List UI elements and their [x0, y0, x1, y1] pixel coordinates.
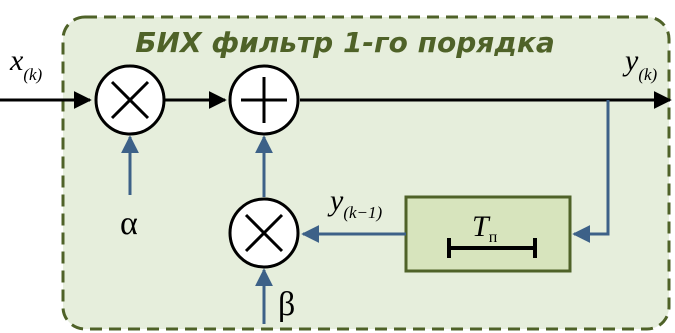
- delay-block: Tп: [404, 195, 572, 273]
- summer: [228, 64, 300, 136]
- beta-multiplier: [228, 197, 300, 269]
- output-tap-line: [572, 100, 610, 243]
- delay-label: Tп: [472, 210, 498, 246]
- input-label: x(k): [9, 44, 43, 84]
- beta-label: β: [278, 286, 295, 323]
- output-label: y(k): [622, 44, 658, 84]
- feedback-label: y(k−1): [327, 184, 383, 222]
- alpha-label: α: [120, 205, 138, 242]
- filter-panel: [61, 15, 671, 331]
- diagram-title: БИХ фильтр 1-го порядка: [135, 26, 555, 59]
- alpha-multiplier: [94, 64, 166, 136]
